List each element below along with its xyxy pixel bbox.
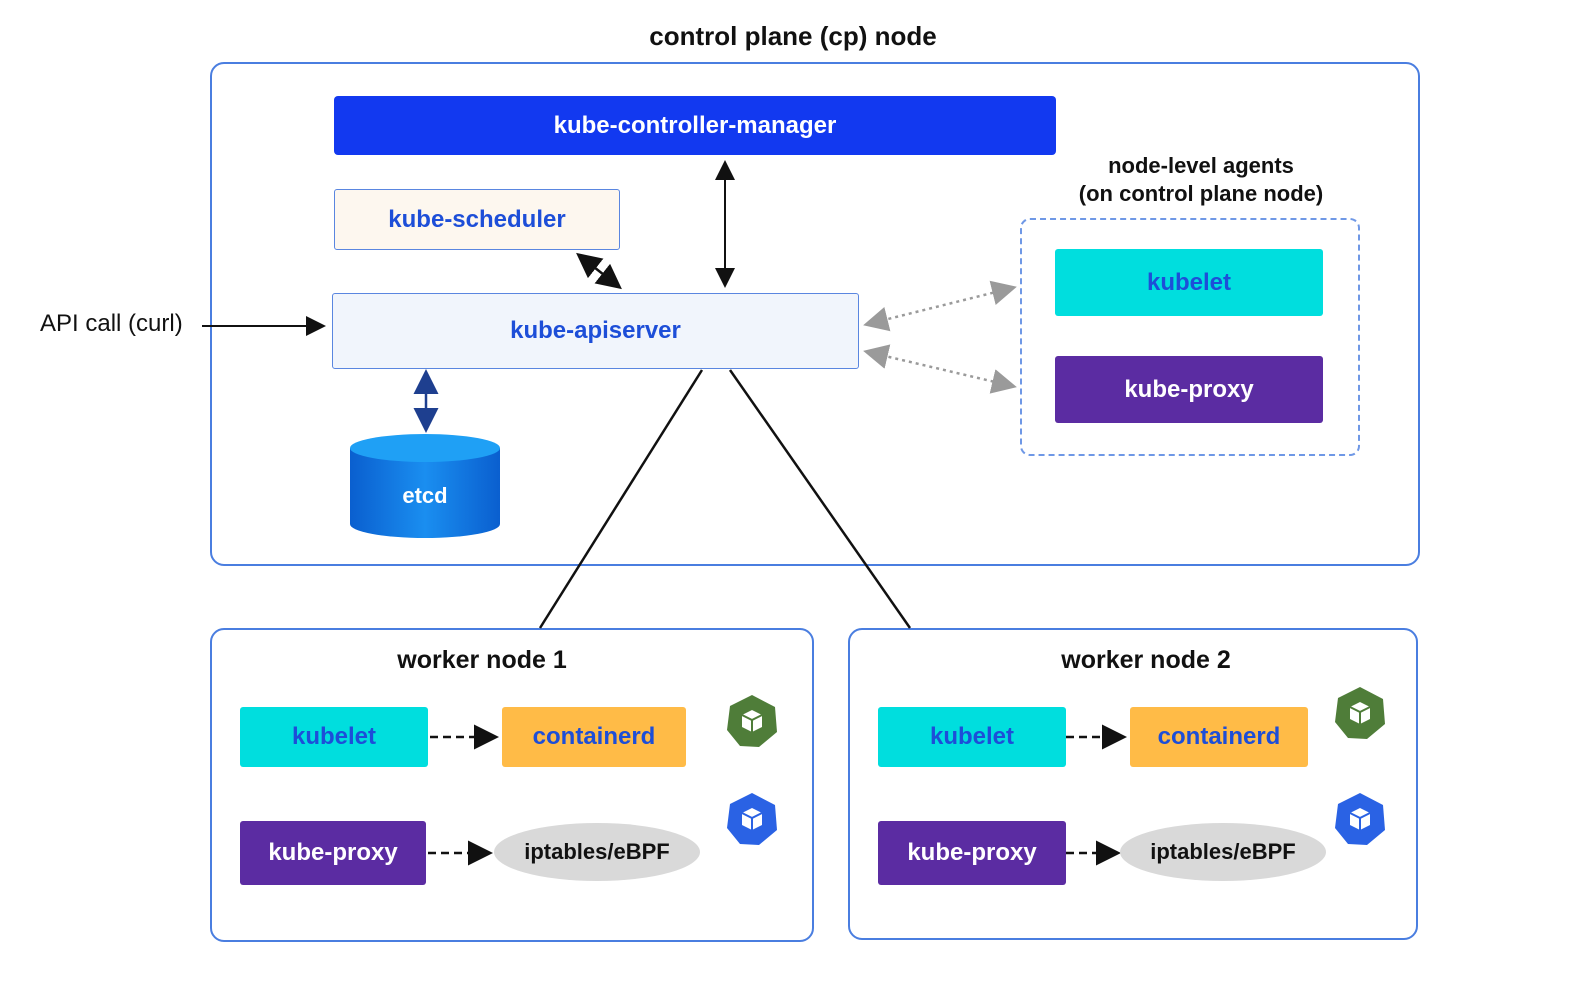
w1-iptables-ellipse: iptables/eBPF (494, 823, 700, 881)
agents-title-line1: node-level agents (1108, 153, 1294, 178)
scheduler-apiserver-arrow (576, 252, 622, 290)
apiserver-worker2-line (728, 369, 912, 629)
cp-kubelet-box: kubelet (1055, 249, 1323, 316)
kube-controller-manager-box: kube-controller-manager (334, 96, 1056, 155)
w1-pod-hexagon-green-icon (727, 695, 777, 747)
w2-pod-hexagon-blue-icon (1335, 793, 1385, 845)
w1-containerd-box: containerd (502, 707, 686, 767)
w1-kubelet-box: kubelet (240, 707, 428, 767)
w2-kube-proxy-box: kube-proxy (878, 821, 1066, 885)
w2-containerd-box: containerd (1130, 707, 1308, 767)
w2-pod-hexagon-green-icon (1335, 687, 1385, 739)
node-level-agents-box (1020, 218, 1360, 456)
apiserver-kubeproxy-dotted-arrow (863, 344, 1017, 394)
worker-node-1-panel (210, 628, 814, 942)
api-call-label: API call (curl) (40, 310, 183, 337)
control-plane-title: control plane (cp) node (649, 21, 937, 51)
worker-node-1-title: worker node 1 (397, 646, 567, 674)
kube-apiserver-box: kube-apiserver (332, 293, 859, 369)
etcd-label: etcd (402, 483, 448, 508)
w2-iptables-ellipse: iptables/eBPF (1120, 823, 1326, 881)
cp-kube-proxy-box: kube-proxy (1055, 356, 1323, 423)
kube-scheduler-box: kube-scheduler (334, 189, 620, 250)
w1-kube-proxy-box: kube-proxy (240, 821, 426, 885)
apiserver-worker1-line (538, 369, 704, 629)
w2-kubelet-box: kubelet (878, 707, 1066, 767)
agents-title-line2: (on control plane node) (1078, 181, 1324, 206)
etcd-cylinder (350, 434, 500, 538)
worker-node-2-panel (848, 628, 1418, 940)
worker-node-2-title: worker node 2 (1061, 646, 1231, 674)
apiserver-kubelet-dotted-arrow (863, 280, 1017, 332)
node-level-agents-title: node-level agents (on control plane node… (1040, 152, 1362, 208)
w1-pod-hexagon-blue-icon (727, 793, 777, 845)
